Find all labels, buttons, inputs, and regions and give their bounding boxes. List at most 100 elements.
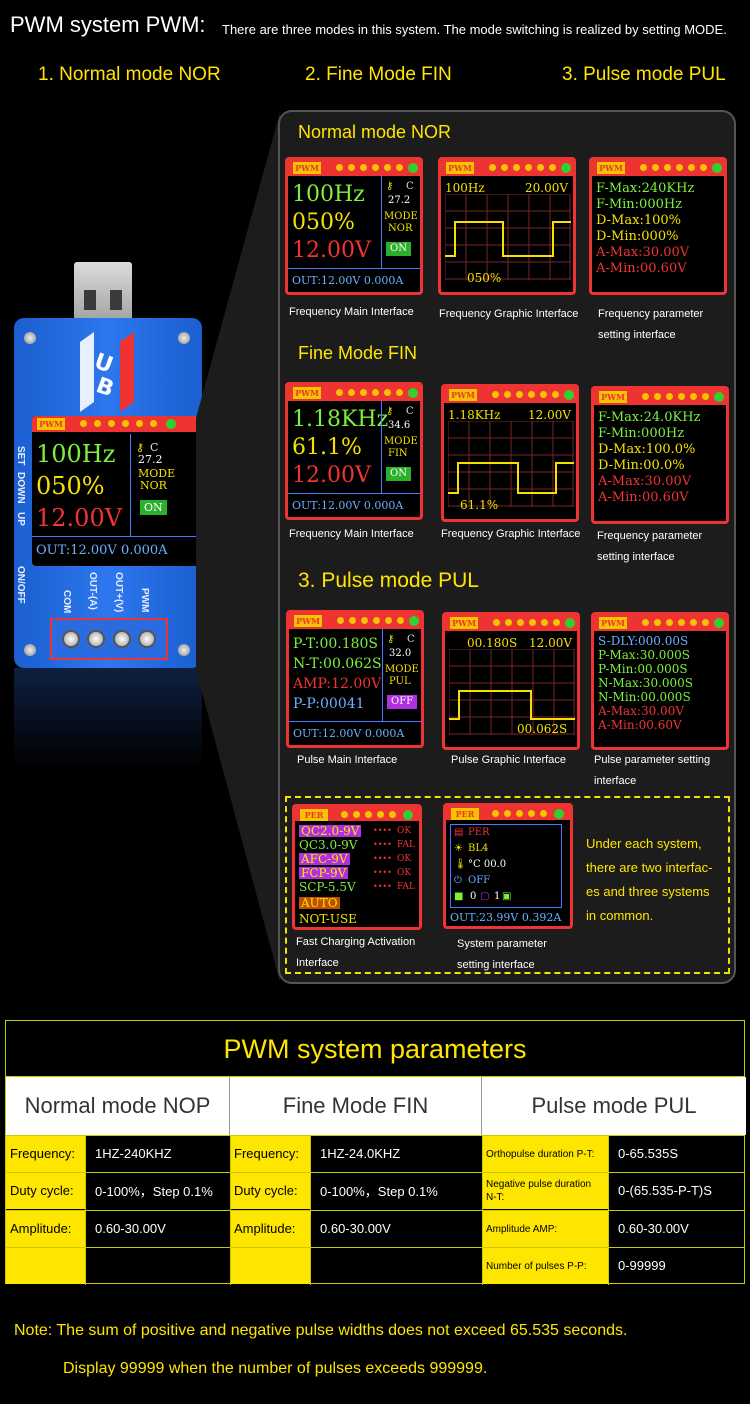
pp-value: P-P:00041 <box>293 696 365 712</box>
terminal-screw <box>138 630 157 648</box>
terminal-screw <box>87 630 106 648</box>
leader-dots: •••• <box>373 868 392 877</box>
device-reflection <box>14 668 202 768</box>
caption: Frequency parameter setting interface <box>597 530 703 563</box>
graph-amp: 20.00V <box>525 181 569 195</box>
color-swatch-icon: ▣ <box>502 891 512 902</box>
out-readout: OUT:23.99V 0.392A <box>450 911 562 924</box>
thermometer-icon: 🌡 <box>454 859 467 870</box>
leader-dots: •••• <box>373 826 392 835</box>
temp-value: 27.2 <box>388 195 411 206</box>
usb-pwm-device: U B PWM 100Hz 050% 12.00V ⚷ C 27.2 MODE … <box>14 318 202 668</box>
mode-heading-nor: 1. Normal mode NOR <box>38 64 221 85</box>
screen-badge: PWM <box>446 162 474 174</box>
graph-amp: 12.00V <box>528 408 572 422</box>
state-badge: OFF <box>387 695 418 709</box>
page-title: PWM system PWM: <box>10 12 206 37</box>
screen-badge: PWM <box>293 162 321 174</box>
param-value: 1HZ-24.0KHZ <box>320 1146 401 1161</box>
amp-value: 12.00V <box>292 463 371 488</box>
terminal-label: PWM <box>139 588 150 613</box>
callout-connector <box>196 112 280 982</box>
page-description: There are three modes in this system. Th… <box>222 22 727 37</box>
param-value: 0.60-30.00V <box>618 1221 689 1236</box>
param-line: A-Max:30.00V <box>598 474 692 489</box>
param-line: F-Max:24.0KHz <box>598 410 701 425</box>
side-label: DOWN <box>15 472 26 504</box>
amp-value: 12.00V <box>292 238 371 263</box>
mode-label: MODE <box>138 467 176 480</box>
key-icon: ⚷ <box>387 634 395 645</box>
fast-charge-protocol: SCP-5.5V <box>299 880 356 894</box>
note-line-2: Display 99999 when the number of pulses … <box>63 1360 488 1377</box>
state-badge: ON <box>140 500 167 515</box>
mode-label: MODE <box>384 436 418 447</box>
mode-value: NOR <box>388 223 413 234</box>
param-line: F-Min:000Hz <box>598 426 685 441</box>
screen-badge: PWM <box>597 162 625 174</box>
param-value <box>95 1247 228 1284</box>
caption: Frequency Main Interface <box>289 528 414 540</box>
out-readout: OUT:12.00V 0.000A <box>292 499 404 512</box>
fast-charge-status: OK <box>397 854 412 864</box>
caption: Pulse parameter setting interface <box>594 754 711 787</box>
device-screen: PWM 100Hz 050% 12.00V ⚷ C 27.2 MODE NOR … <box>32 416 200 566</box>
graph-freq: 1.18KHz <box>448 408 501 422</box>
freq-value: 100Hz <box>36 440 116 468</box>
duty-value: 050% <box>36 472 105 500</box>
param-key: Duty cycle: <box>230 1173 310 1209</box>
state-badge: ON <box>386 467 411 481</box>
screen-badge: PWM <box>599 391 627 403</box>
note-line-1: Note: The sum of positive and negative p… <box>14 1322 628 1339</box>
param-key: Orthopulse duration P-T: <box>482 1136 608 1172</box>
nor-main-screen: PWM 100Hz 050% 12.00V ⚷ C 27.2 MODE NOR … <box>285 157 423 295</box>
temp-unit: C <box>406 181 414 192</box>
leader-dots: •••• <box>373 840 392 849</box>
param-key <box>6 1248 85 1284</box>
terminal-label: OUT+(V) <box>113 572 124 613</box>
table-head-nor: Normal mode NOP <box>6 1077 230 1135</box>
terminal-label: OUT-(A) <box>87 572 98 610</box>
param-value: 0-100%，Step 0.1% <box>320 1184 438 1199</box>
param-line: P-Min:00.000S <box>598 662 688 676</box>
param-value: 0-(65.535-P-T)S <box>618 1183 712 1198</box>
duty-value: 050% <box>292 210 355 235</box>
amp-value: 12.00V <box>36 504 123 532</box>
caption: Frequency Graphic Interface <box>441 528 581 540</box>
param-key: Number of pulses P-P: <box>482 1248 608 1284</box>
param-line: A-Min:00.60V <box>598 718 682 732</box>
mode-value: NOR <box>140 479 167 492</box>
color-swatch-icon: ■ <box>454 891 464 902</box>
param-key: Frequency: <box>6 1136 85 1172</box>
system-params-screen: PER ▤ PER ☀ BL4 🌡 °C 00.0 ⏻ OFF ■ 0 ▢ 1 … <box>443 803 573 929</box>
caption: Pulse Main Interface <box>297 754 398 766</box>
fast-charge-protocol: FCP-9V <box>299 866 349 880</box>
param-value: 1HZ-240KHZ <box>95 1146 172 1161</box>
fast-charge-status: FAL <box>397 840 415 850</box>
key-icon: ⚷ <box>136 441 145 454</box>
freq-value: 100Hz <box>292 182 365 207</box>
mode-value: FIN <box>388 448 408 459</box>
fast-charge-protocol: AFC-9V <box>299 852 350 866</box>
pul-main-screen: PWM P-T:00.180S N-T:00.062S AMP:12.00V P… <box>286 610 424 748</box>
notuse-option: NOT-USE <box>299 912 357 926</box>
param-line: D-Max:100% <box>596 213 681 228</box>
caption: Frequency Graphic Interface <box>439 308 579 320</box>
param-line: S-DLY:000.00S <box>598 634 689 648</box>
nor-graph-screen: PWM 100Hz 20.00V 050% <box>438 157 576 295</box>
out-readout: OUT:12.00V 0.000A <box>293 727 405 740</box>
fin-main-screen: PWM 1.18KHz 61.1% 12.00V ⚷ C 34.6 MODE F… <box>285 382 423 520</box>
graph-duty: 050% <box>467 271 502 285</box>
param-key: Amplitude AMP: <box>482 1211 608 1247</box>
temp-unit: C <box>407 634 415 645</box>
amp-value: AMP:12.00V <box>293 676 382 692</box>
param-line: F-Min:000Hz <box>596 197 683 212</box>
graph-freq: 100Hz <box>445 181 485 195</box>
duty-value: 61.1% <box>292 435 362 460</box>
svg-text:B: B <box>93 373 117 402</box>
screen-badge: PWM <box>450 617 478 629</box>
waveform-grid <box>445 194 571 280</box>
param-line: N-Min:00.000S <box>598 690 691 704</box>
waveform-grid <box>449 649 575 735</box>
